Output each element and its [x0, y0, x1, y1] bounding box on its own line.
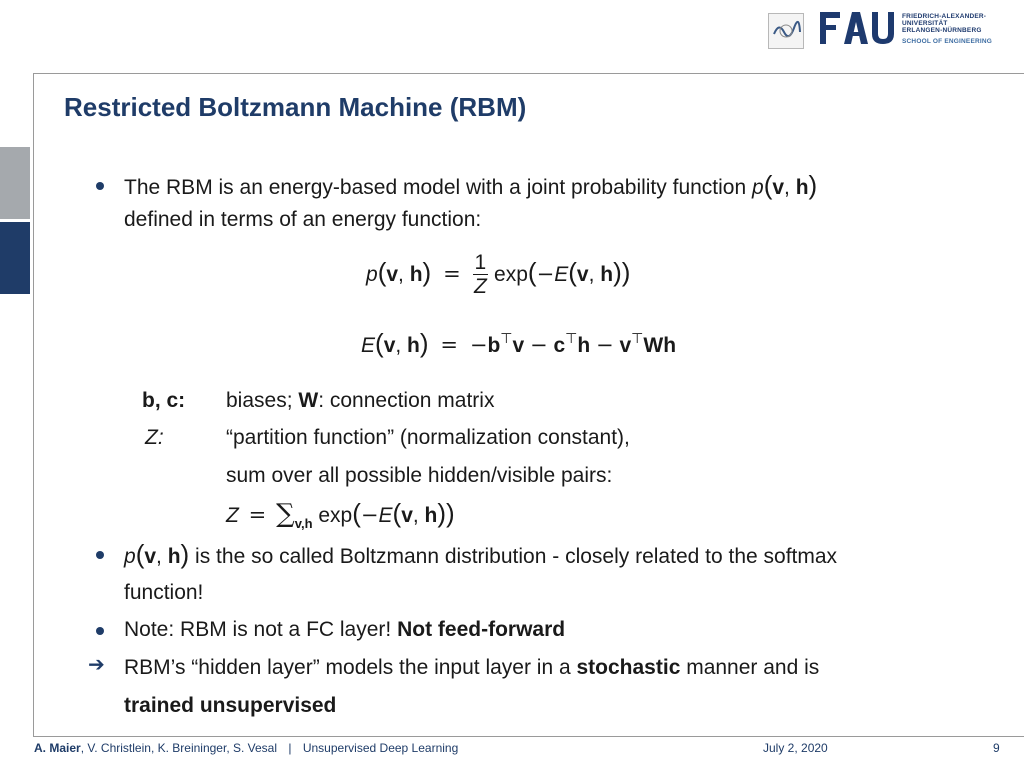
arrow-item-line-1: RBM’s “hidden layer” models the input la… — [124, 656, 820, 679]
def-z-line-2: sum over all possible hidden/visible pai… — [226, 464, 613, 487]
sidebar-marker-blue — [0, 222, 30, 294]
fau-logo — [820, 10, 896, 46]
footer-date: July 2, 2020 — [763, 741, 828, 755]
equation-partition: Z = ∑v,h exp(−E(v, h)) — [226, 498, 455, 531]
footer-authors: A. Maier, V. Christlein, K. Breininger, … — [34, 741, 459, 755]
bullet-1-line-1: The RBM is an energy-based model with a … — [124, 170, 818, 200]
def-z-label: Z: — [145, 426, 164, 449]
sidebar-marker-gray — [0, 147, 30, 219]
footer-course: Unsupervised Deep Learning — [302, 741, 459, 755]
equation-energy: E(v, h) = −b⊤v − c⊤h − v⊤Wh — [361, 328, 677, 358]
bullet-2-line-1: p(v, h) is the so called Boltzmann distr… — [124, 539, 838, 569]
slide-title: Restricted Boltzmann Machine (RBM) — [64, 92, 527, 122]
page-number: 9 — [993, 741, 1000, 755]
bullet-icon — [96, 182, 104, 190]
university-name: FRIEDRICH-ALEXANDER- UNIVERSITÄT ERLANGE… — [902, 13, 993, 45]
def-bc-label: b, c: — [142, 389, 186, 412]
bullet-3: Note: RBM is not a FC layer! Not feed-fo… — [124, 618, 566, 641]
arrow-item-line-2: trained unsupervised — [124, 694, 337, 717]
school-name: SCHOOL OF ENGINEERING — [902, 37, 993, 45]
arrow-right-icon: ➔ — [88, 654, 105, 676]
fau-emblem-icon — [768, 13, 804, 49]
def-z-line-1: “partition function” (normalization cons… — [226, 426, 630, 449]
slide-frame — [33, 73, 1024, 737]
bullet-icon — [96, 627, 104, 635]
bullet-2-line-2: function! — [124, 581, 204, 604]
bullet-1-line-2: defined in terms of an energy function: — [124, 208, 482, 231]
bullet-icon — [96, 551, 104, 559]
def-bc-text: biases; W: connection matrix — [226, 389, 495, 412]
